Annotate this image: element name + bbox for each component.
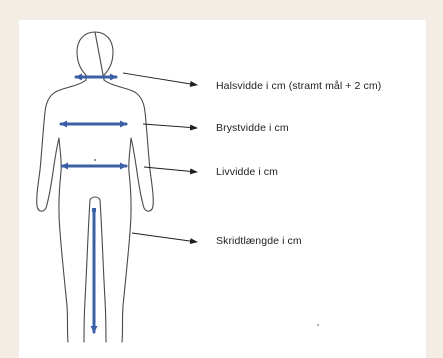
chest-pointer-arrow — [143, 124, 197, 128]
measurement-lines — [61, 77, 126, 332]
navel-dot — [94, 159, 96, 161]
chest-label: Brystvidde i cm — [216, 122, 289, 134]
inseam-start-mark — [92, 208, 96, 212]
neck-label: Halsvidde i cm (stramt mål + 2 cm) — [216, 80, 381, 92]
inseam-pointer-arrow — [132, 233, 197, 242]
waist-label: Livvidde i cm — [216, 166, 278, 178]
pointer-arrows — [123, 73, 197, 242]
inseam-label: Skridtlængde i cm — [216, 235, 302, 247]
neck-pointer-arrow — [123, 73, 197, 85]
waist-pointer-arrow — [144, 167, 197, 172]
stray-dot — [317, 324, 319, 326]
